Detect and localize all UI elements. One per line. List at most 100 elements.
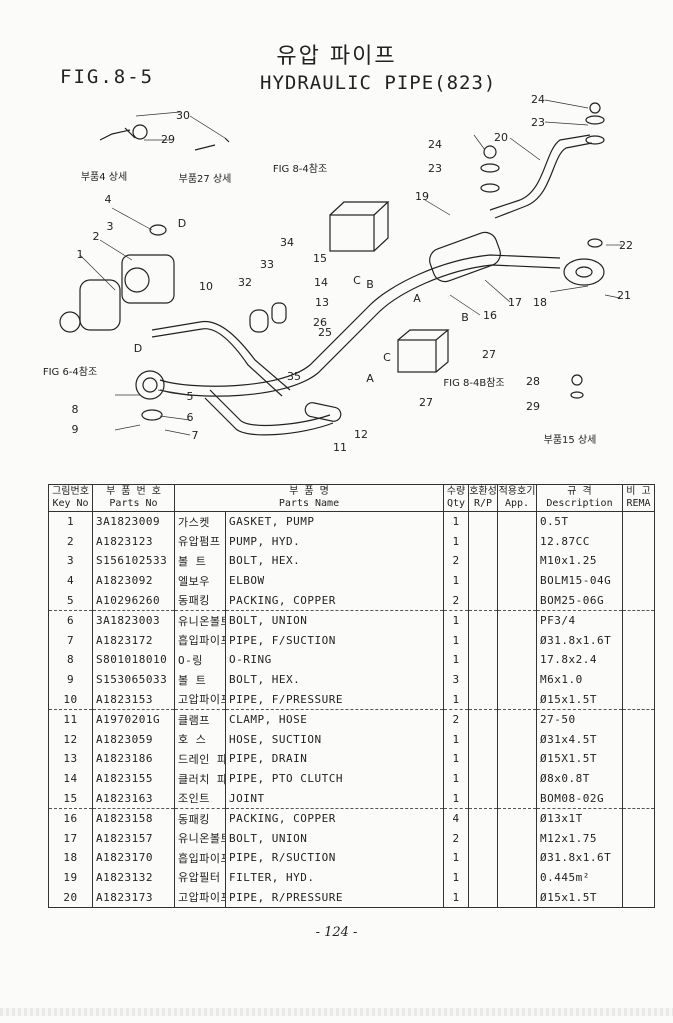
scan-edge (0, 1008, 673, 1016)
remarks-cell (622, 650, 655, 670)
callout: 34 (280, 236, 294, 249)
callout: 24 (531, 93, 545, 106)
app-cell (497, 669, 537, 690)
pipe-20 (489, 134, 591, 211)
name-ko-cell: 클러치 파이프 (174, 768, 226, 789)
part-no-cell: A10296260 (92, 590, 175, 611)
name-en-cell: BOLT, UNION (225, 610, 444, 631)
name-ko-cell: O-링 (174, 650, 226, 670)
name-en-cell: PIPE, F/PRESSURE (225, 689, 444, 710)
callout: 3 (107, 220, 114, 233)
callout: 20 (494, 131, 508, 144)
description-cell: Ø15x1.5T (536, 689, 623, 710)
part-no-cell: A1823172 (92, 630, 175, 651)
app-cell (497, 630, 537, 651)
key-cell: 3 (48, 551, 93, 571)
callout: 9 (72, 423, 79, 436)
rp-cell (468, 551, 498, 571)
table-row: 10A1823153고압파이프(앞)PIPE, F/PRESSURE1Ø15x1… (48, 689, 655, 710)
rp-cell (468, 650, 498, 670)
description-cell: BOM25-06G (536, 590, 623, 611)
key-cell: 12 (48, 729, 93, 750)
key-cell: 17 (48, 828, 93, 849)
reference-label: 부품15 상세 (544, 434, 597, 446)
name-ko-cell: 동패킹 (174, 808, 226, 829)
callout: D (178, 217, 186, 230)
key-cell: 19 (48, 867, 93, 888)
part-no-cell: S156102533 (92, 551, 175, 571)
app-cell (497, 531, 537, 552)
callout: 28 (526, 375, 540, 388)
qty-cell: 1 (443, 531, 469, 552)
remarks-cell (622, 887, 655, 908)
name-ko-cell: 동패킹 (174, 590, 226, 611)
remarks-cell (622, 590, 655, 611)
page-number: - 124 - (315, 925, 358, 940)
name-ko-cell: 클램프 (174, 709, 226, 730)
key-cell: 8 (48, 650, 93, 670)
rp-cell (468, 749, 498, 769)
part-no-cell: A1823157 (92, 828, 175, 849)
part-no-cell: A1823155 (92, 768, 175, 789)
reference-label: 부품27 상세 (179, 173, 232, 185)
description-cell: Ø31x4.5T (536, 729, 623, 750)
callout: 19 (415, 190, 429, 203)
callout: 5 (187, 390, 194, 403)
callout: 2 (93, 230, 100, 243)
description-cell: 27-50 (536, 709, 623, 730)
callout: D (134, 342, 142, 355)
name-en-cell: PACKING, COPPER (225, 808, 444, 829)
rp-cell (468, 610, 498, 631)
table-row: 18A1823170흡입파이프(뒤)PIPE, R/SUCTION1Ø31.8x… (48, 848, 655, 868)
key-cell: 11 (48, 709, 93, 730)
callout: 13 (315, 296, 329, 309)
app-cell (497, 511, 537, 532)
app-cell (497, 709, 537, 730)
part-no-cell: A1823163 (92, 788, 175, 809)
rp-cell (468, 630, 498, 651)
rp-cell (468, 867, 498, 888)
qty-cell: 2 (443, 709, 469, 730)
remarks-cell (622, 768, 655, 789)
pressure-pipe (151, 320, 291, 391)
app-cell (497, 570, 537, 591)
name-ko-cell: 유압필터 (174, 867, 226, 888)
key-cell: 1 (48, 511, 93, 532)
callout: 17 (508, 296, 522, 309)
callout: 27 (482, 348, 496, 361)
callout: 11 (333, 441, 347, 454)
remarks-cell (622, 630, 655, 651)
remarks-cell (622, 511, 655, 532)
table-row: 7A1823172흡입파이프(앞)PIPE, F/SUCTION1Ø31.8x1… (48, 630, 655, 651)
key-cell: 9 (48, 669, 93, 690)
callout: 1 (77, 248, 84, 261)
remarks-cell (622, 570, 655, 591)
key-cell: 18 (48, 848, 93, 868)
part-no-cell: 3A1823003 (92, 610, 175, 631)
callout: 16 (483, 309, 497, 322)
part-no-cell: A1823158 (92, 808, 175, 829)
remarks-cell (622, 828, 655, 849)
part-no-cell: A1823170 (92, 848, 175, 868)
description-cell: Ø31.8x1.6T (536, 630, 623, 651)
remarks-cell (622, 867, 655, 888)
page-title-english: HYDRAULIC PIPE(823) (260, 72, 497, 94)
description-cell: BOM08-02G (536, 788, 623, 809)
description-cell: 0.5T (536, 511, 623, 532)
key-cell: 2 (48, 531, 93, 552)
key-cell: 5 (48, 590, 93, 611)
name-en-cell: PIPE, R/SUCTION (225, 848, 444, 868)
part-no-cell: A1823123 (92, 531, 175, 552)
name-en-cell: GASKET, PUMP (225, 511, 444, 532)
rp-cell (468, 808, 498, 829)
